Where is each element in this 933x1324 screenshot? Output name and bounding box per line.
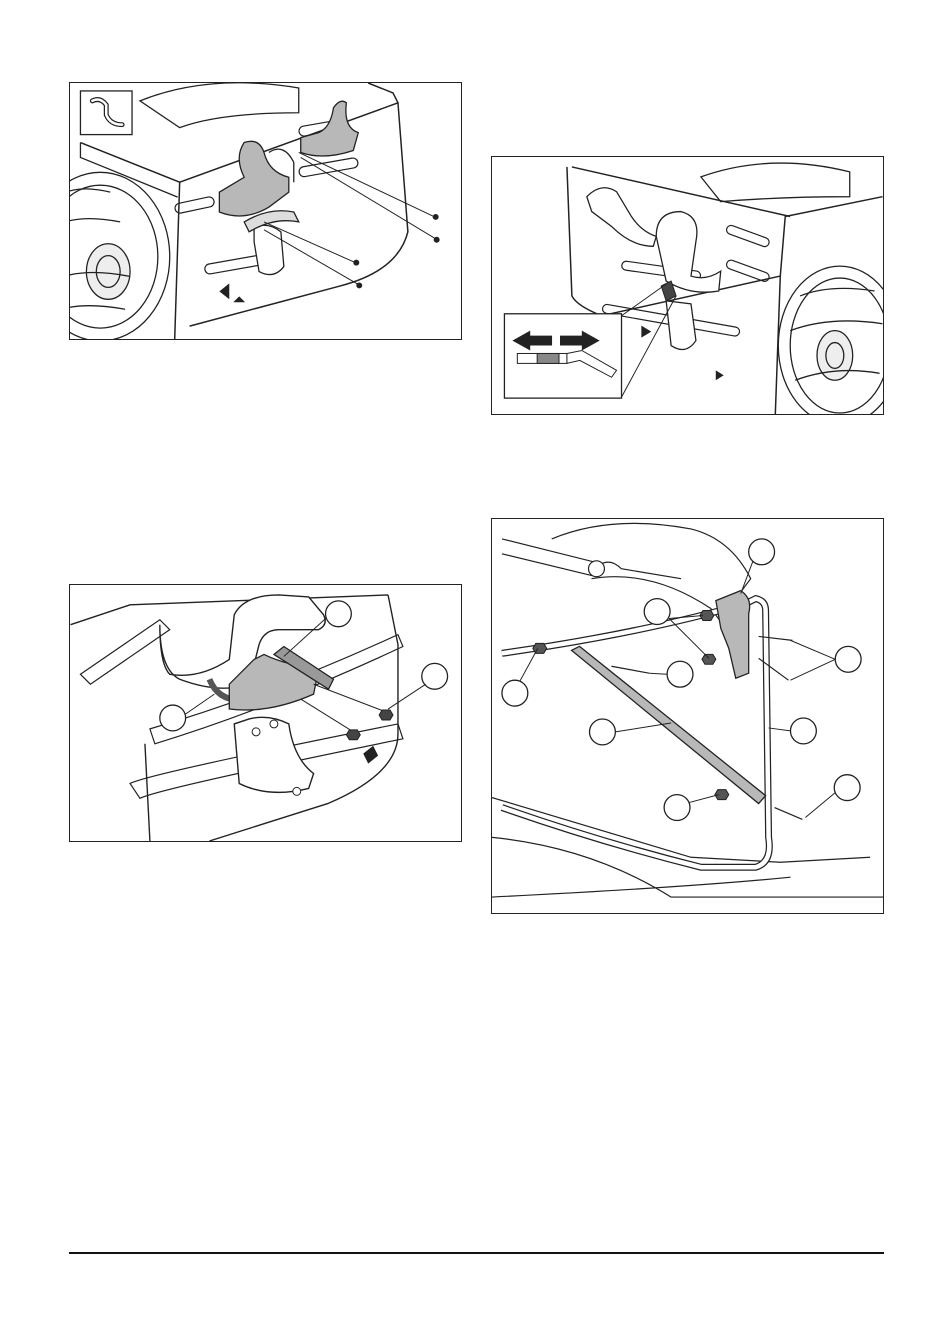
illustration-hitch-brackets: [70, 83, 461, 339]
footer-divider: [69, 1252, 884, 1254]
bracket-symbol-icon: [80, 91, 132, 135]
hitch-bracket-left: [587, 188, 656, 247]
machine-outline: [492, 523, 883, 897]
push-pull-arrows-icon: [504, 284, 676, 398]
hitch-bracket-right: [301, 101, 359, 156]
seat: [140, 83, 299, 128]
bolts: [346, 710, 393, 740]
rear-wheel: [778, 266, 883, 414]
seat: [701, 163, 850, 202]
hole-markers: [219, 283, 245, 302]
hitch-bracket-right: [656, 212, 720, 293]
figure-deflector-frame-assembly: [491, 518, 884, 914]
hitch-bracket-lower: [244, 211, 299, 275]
hitch-bracket-left: [219, 141, 293, 216]
nuts: [533, 611, 729, 800]
figure-hitch-brackets-mounting: [69, 82, 462, 340]
hole-marker: [363, 746, 378, 764]
figure-hitch-pin-adjustment: [491, 156, 884, 415]
illustration-hitch-pin: [492, 157, 883, 414]
hitch-bracket-lower: [234, 717, 313, 792]
rear-wheel: [70, 172, 170, 339]
illustration-bracket-bolting: [70, 585, 461, 841]
callout-markers: [502, 539, 861, 821]
mounting-bracket-plate: [716, 591, 750, 679]
figure-hitch-bracket-bolting: [69, 584, 462, 842]
illustration-deflector-frame: [492, 519, 883, 913]
hitch-bracket-lower: [666, 301, 696, 350]
callout-leaders: [520, 562, 835, 818]
